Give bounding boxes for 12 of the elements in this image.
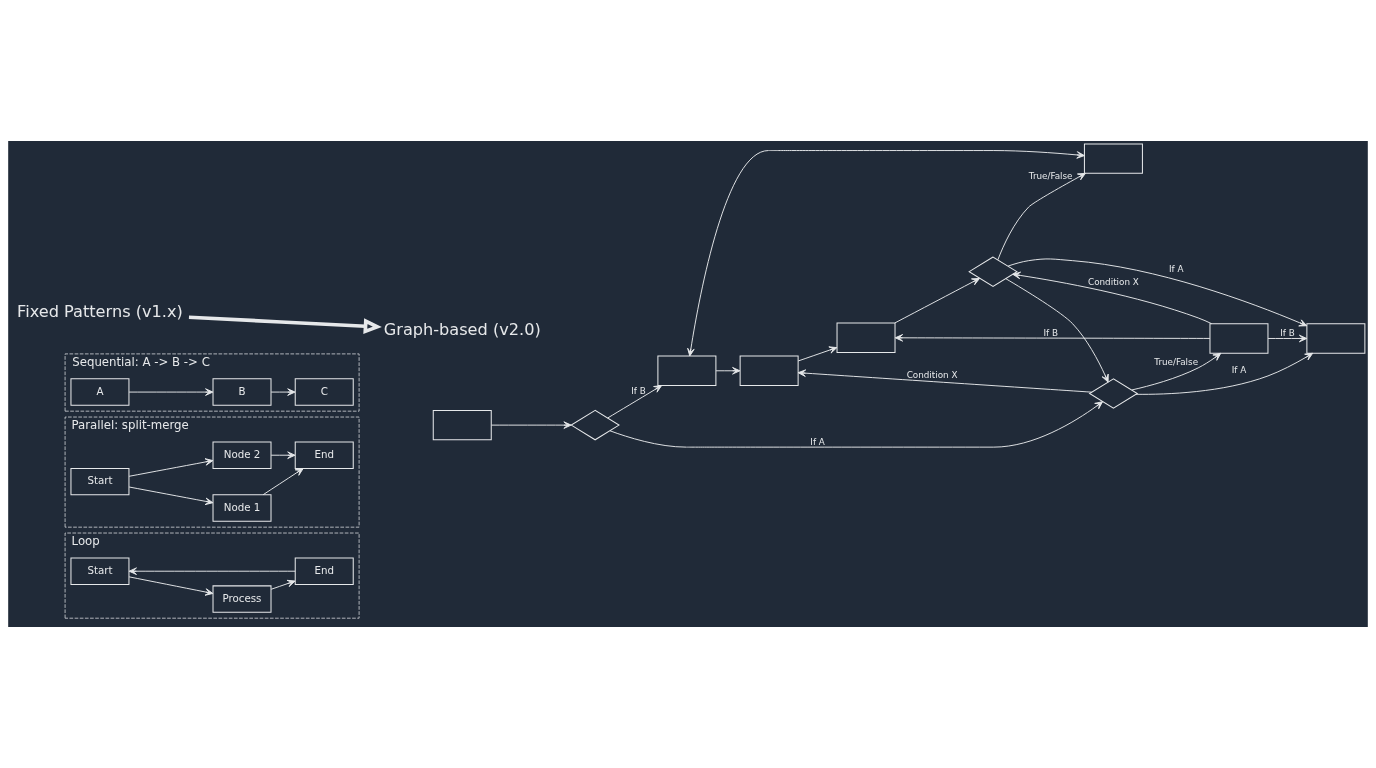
edge-label: If A [1231,365,1247,376]
edge-label: If B [631,385,646,396]
node-text: Graph-based (v2.0) [383,320,541,340]
edge-label: If A [1168,264,1184,275]
edge-label: If B [1043,327,1058,338]
node-text: Fixed Patterns (v1.x) [17,301,183,321]
edge-label: Condition X [1088,277,1139,288]
edge-label: If B [1280,327,1295,338]
edge-label: True/False [1154,357,1199,368]
edge-label: If A [810,436,825,447]
edge-label: True/False [1028,170,1073,181]
edge-label: Condition X [906,369,958,380]
